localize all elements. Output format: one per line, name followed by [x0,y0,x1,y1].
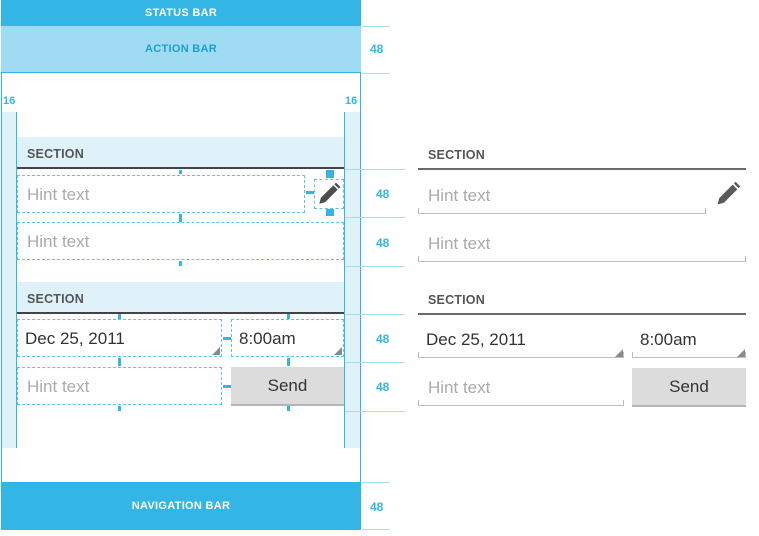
hint-field-3-bp: Hint text [17,367,222,405]
action-bar: ACTION BAR [1,26,361,73]
left-margin-column [2,112,17,448]
pencil-icon [319,182,341,204]
pencil-icon [717,181,741,205]
hint-field-2-bp: Hint text [17,222,344,260]
send-button[interactable]: Send [632,368,746,407]
status-bar: STATUS BAR [1,0,361,26]
nav-bar-height-label: 48 [370,500,384,514]
hint-text: Hint text [428,186,491,205]
hint-field-1-bp: Hint text [17,175,305,213]
right-margin-column [344,112,360,448]
time-value: 8:00am [239,329,296,348]
hint-text: Hint text [27,185,90,204]
section-label: SECTION [428,148,485,162]
row3-height-label: 48 [376,332,390,346]
section-label: SECTION [27,147,84,161]
navigation-bar: NAVIGATION BAR [1,482,361,530]
time-value: 8:00am [640,330,697,349]
left-margin-label: 16 [3,95,16,107]
hint-text: Hint text [27,377,90,396]
time-spinner-bp: 8:00am [231,319,344,357]
action-bar-height-label: 48 [370,42,384,56]
edit-button[interactable] [714,180,744,210]
edit-button-bp [314,179,344,209]
date-spinner-bp: Dec 25, 2011 [17,319,222,357]
row2-height-label: 48 [376,236,390,250]
row1-height-label: 48 [376,187,390,201]
section-label: SECTION [428,293,485,307]
hint-text: Hint text [27,232,90,251]
hint-field-2[interactable]: Hint text [418,224,746,262]
section-header-1: SECTION [418,137,746,170]
date-value: Dec 25, 2011 [426,330,526,349]
section-header-2-bp: SECTION [17,282,344,314]
send-button-bp: Send [231,367,344,406]
section-header-1-bp: SECTION [17,137,344,169]
section-label: SECTION [27,292,84,306]
row4-height-label: 48 [376,380,390,394]
right-margin-label: 16 [345,95,358,107]
hint-text: Hint text [428,378,491,397]
hint-field-3[interactable]: Hint text [418,368,624,406]
section-header-2: SECTION [418,282,746,315]
hint-text: Hint text [428,234,491,253]
hint-field-1[interactable]: Hint text [418,176,706,214]
time-spinner[interactable]: 8:00am [632,320,746,358]
date-spinner[interactable]: Dec 25, 2011 [418,320,624,358]
date-value: Dec 25, 2011 [25,329,125,348]
